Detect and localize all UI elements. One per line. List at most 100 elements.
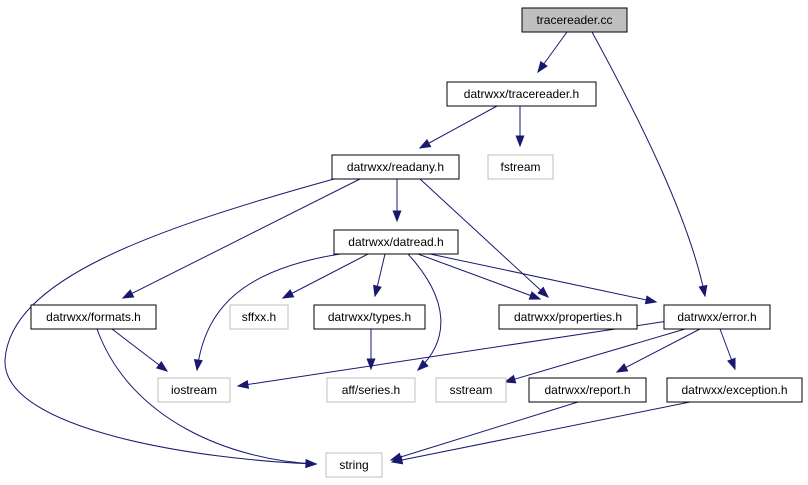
edge-formats-h-to-iostream <box>111 328 169 372</box>
arrowhead-icon <box>390 455 404 465</box>
edges-layer <box>4 31 736 469</box>
arrowhead-icon <box>373 284 382 298</box>
edge-readany-h-to-properties-h <box>419 178 550 298</box>
node-label: sffxx.h <box>242 310 276 324</box>
arrowhead-icon <box>644 295 658 305</box>
node-box <box>498 304 638 330</box>
edge-error-h-to-iostream <box>236 320 669 389</box>
node-box <box>326 377 416 403</box>
edge-line <box>111 328 168 372</box>
edge-tracereader-cc-to-error-h <box>591 31 708 298</box>
nodes-layer: tracereader.cc datrwxx/tracereader.h fstre… <box>30 7 803 478</box>
node-label: iostream <box>171 383 217 397</box>
arrowhead-icon <box>615 363 629 373</box>
node-label: datrwxx/error.h <box>677 310 756 324</box>
node-readany-h[interactable]: datrwxx/readany.h <box>331 154 460 180</box>
edge-tracereader-h-to-readany-h <box>418 105 498 149</box>
node-label: aff/series.h <box>342 383 400 397</box>
arrowhead-icon <box>537 286 550 298</box>
node-label: datrwxx/tracereader.h <box>464 87 579 101</box>
edge-datread-h-to-iostream <box>193 253 341 372</box>
node-exception-h[interactable]: datrwxx/exception.h <box>666 377 803 403</box>
node-types-h[interactable]: datrwxx/types.h <box>313 304 426 330</box>
edge-line <box>616 328 701 373</box>
arrowhead-icon <box>503 374 517 384</box>
edge-datread-h-to-properties-h <box>417 253 542 300</box>
edge-line <box>4 178 335 465</box>
arrowhead-icon <box>281 289 295 299</box>
arrowhead-icon <box>528 291 542 300</box>
node-label: datrwxx/report.h <box>544 383 630 397</box>
edge-formats-h-to-string <box>96 328 318 469</box>
arrowhead-icon <box>698 284 708 298</box>
node-box <box>313 304 426 330</box>
edge-line <box>390 401 579 461</box>
node-box <box>528 377 647 403</box>
node-box <box>325 452 383 478</box>
edge-line <box>96 328 317 465</box>
node-box <box>521 7 628 33</box>
node-datread-h[interactable]: datrwxx/datread.h <box>333 229 459 255</box>
edge-line <box>417 253 541 300</box>
arrowhead-icon <box>366 358 376 371</box>
edge-tracereader-cc-to-tracereader-h <box>537 31 568 74</box>
arrowhead-icon <box>515 135 525 148</box>
edge-error-h-to-sstream <box>503 328 686 384</box>
node-string: string <box>325 452 383 478</box>
edge-line <box>237 320 669 387</box>
edge-datread-h-to-sffxx-h <box>281 253 369 299</box>
edge-report-h-to-string <box>389 401 579 462</box>
node-box <box>666 377 803 403</box>
edge-line <box>391 401 691 463</box>
edge-datread-h-to-series-h <box>407 253 442 371</box>
edge-tracereader-h-to-fstream <box>515 106 525 148</box>
node-box <box>487 154 554 180</box>
node-label: fstream <box>500 160 540 174</box>
arrowhead-icon <box>537 60 548 74</box>
node-box <box>331 154 460 180</box>
node-label: datrwxx/types.h <box>328 310 411 324</box>
edge-line <box>419 178 549 298</box>
node-box <box>157 377 231 403</box>
edge-datread-h-to-error-h <box>429 253 658 305</box>
arrowhead-icon <box>155 361 169 372</box>
node-box <box>30 304 157 330</box>
node-box <box>229 304 289 330</box>
arrowhead-icon <box>418 138 432 149</box>
arrowhead-icon <box>727 357 736 371</box>
edge-error-h-to-exception-h <box>719 328 736 371</box>
edge-error-h-to-report-h <box>615 328 701 373</box>
node-fstream: fstream <box>487 154 554 180</box>
edge-line <box>429 253 657 303</box>
node-label: string <box>339 458 368 472</box>
node-label: datrwxx/exception.h <box>681 383 787 397</box>
node-label: sstream <box>450 383 493 397</box>
node-error-h[interactable]: datrwxx/error.h <box>663 304 771 330</box>
edge-line <box>122 178 361 299</box>
edge-line <box>504 328 686 383</box>
node-label: tracereader.cc <box>536 13 612 27</box>
edge-line <box>591 31 706 297</box>
node-tracereader-h[interactable]: datrwxx/tracereader.h <box>446 81 597 107</box>
node-iostream: iostream <box>157 377 231 403</box>
node-formats-h[interactable]: datrwxx/formats.h <box>30 304 157 330</box>
edge-line <box>407 253 442 371</box>
node-report-h[interactable]: datrwxx/report.h <box>528 377 647 403</box>
edge-line <box>196 253 341 371</box>
arrowhead-icon <box>236 379 250 389</box>
arrowhead-icon <box>193 358 203 372</box>
node-box <box>663 304 771 330</box>
edge-line <box>419 105 498 149</box>
edge-datread-h-to-types-h <box>373 253 386 298</box>
edge-line <box>282 253 369 299</box>
node-box <box>435 377 507 403</box>
node-tracereader-cc[interactable]: tracereader.cc <box>521 7 628 33</box>
arrowhead-icon <box>121 289 135 299</box>
arrowhead-icon <box>305 458 318 469</box>
node-sffxx-h: sffxx.h <box>229 304 289 330</box>
node-box <box>333 229 459 255</box>
node-properties-h[interactable]: datrwxx/properties.h <box>498 304 638 330</box>
node-label: datrwxx/readany.h <box>347 160 444 174</box>
node-sstream: sstream <box>435 377 507 403</box>
